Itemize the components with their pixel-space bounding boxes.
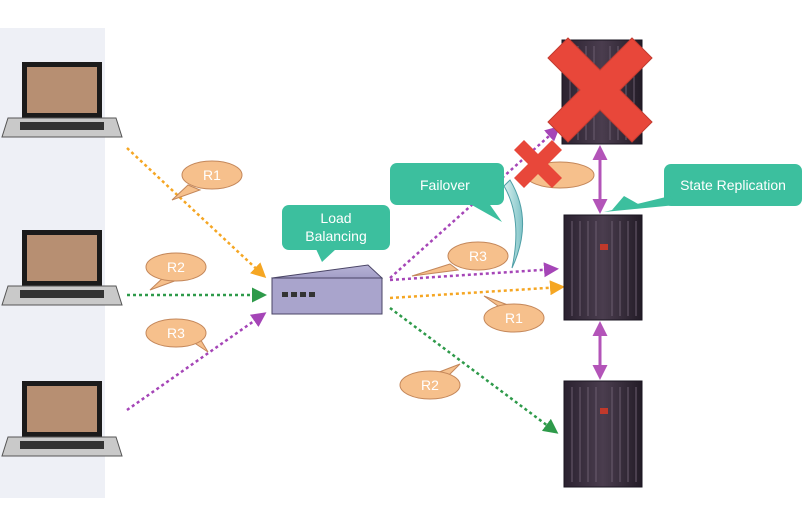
server-rack-backup[interactable] <box>563 214 643 321</box>
client-laptop-3[interactable] <box>1 381 123 457</box>
request-bubble-client-r3: R3 <box>145 318 209 353</box>
load-balancer-device[interactable] <box>271 264 384 315</box>
request-bubble-server-r3: R3 <box>411 241 509 277</box>
client-laptop-2[interactable] <box>1 230 123 306</box>
failover-arc <box>503 179 524 269</box>
arrow-r1-client-to-lb <box>126 147 267 279</box>
request-label: R3 <box>469 248 487 264</box>
client-laptop-1[interactable] <box>1 62 123 138</box>
arrow-r1-lb-to-backup <box>389 280 565 300</box>
request-bubble-client-r2: R2 <box>145 252 207 291</box>
connection-failed-icon <box>514 140 562 188</box>
state-replication-callout: State Replication <box>604 164 802 212</box>
load-balancing-label-line-1: Load <box>320 210 351 226</box>
request-label: R2 <box>421 377 439 393</box>
request-label: R2 <box>167 259 185 275</box>
request-label: R1 <box>203 167 221 183</box>
load-balancing-callout: Load Balancing <box>282 205 390 262</box>
load-balancing-label-line-2: Balancing <box>305 228 367 244</box>
failover-callout: Failover <box>390 161 595 222</box>
state-replication-label: State Replication <box>680 177 786 193</box>
request-bubble-client-r1: R1 <box>171 160 243 201</box>
server-failed-icon <box>547 37 653 143</box>
arrow-r3-lb-to-backup <box>389 262 559 282</box>
arrow-r2-lb-to-third <box>389 306 559 434</box>
request-bubble-server-r1: R1 <box>483 295 545 333</box>
server-rack-third[interactable] <box>563 380 643 488</box>
request-label: R1 <box>505 310 523 326</box>
request-bubble-server-r2: R2 <box>399 363 461 400</box>
request-label: R3 <box>167 325 185 341</box>
arrow-r3-client-to-lb <box>126 312 267 412</box>
failover-label: Failover <box>420 177 470 193</box>
